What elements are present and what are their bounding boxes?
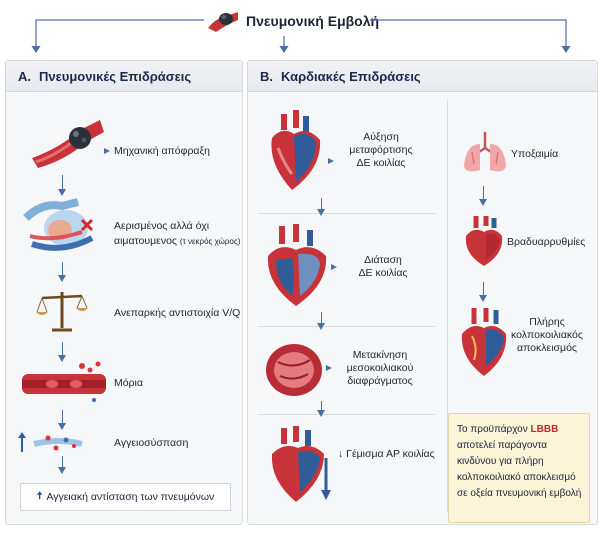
arrow-down (62, 456, 63, 468)
label-line: Μετακίνηση (334, 349, 426, 362)
arrow-down (321, 401, 322, 411)
label-rv-dilation: Διάταση ΔΕ κοιλίας (340, 254, 426, 280)
panel-b-heading: B. Καρδιακές Επιδράσεις (248, 61, 597, 92)
label-rv-afterload: Αύξηση μεταφόρτισης ΔΕ κοιλίας (336, 131, 426, 170)
row-divider (258, 213, 436, 214)
arrow-down (321, 198, 322, 210)
pulmonary-vascular-resistance-box: 🠅 Αγγειακή αντίσταση των πνευμόνων (20, 483, 231, 511)
lbbb-risk-note: Το προϋπάρχον LBBB αποτελεί παράγοντα κι… (448, 413, 590, 523)
label-septal-shift: Μετακίνηση μεσοκοιλιακού διαφράγματος (334, 349, 426, 388)
label-vasoconstriction: Αγγειοσύσπαση (114, 437, 188, 450)
label-line: μεταφόρτισης (336, 144, 426, 157)
row-divider (258, 414, 436, 415)
vasoconstriction-icon (18, 428, 102, 458)
label-bradyarrhythmias: Βραδυαρρυθμίες (507, 236, 585, 249)
lungs-icon (462, 130, 508, 176)
label-rv-filling: ↓ Γέμισμα ΑΡ κοιλίας (338, 448, 435, 461)
label-complete-av-block: Πλήρης κολποκοιλιακός αποκλεισμός (505, 316, 589, 355)
label-mechanical-obstruction: Μηχανική απόφραξη (114, 145, 210, 158)
label-line: ΔΕ κοιλίας (340, 267, 426, 280)
balance-scale-icon (36, 288, 88, 334)
label-vascular-resistance: Αγγειακή αντίσταση των πνευμόνων (46, 491, 214, 503)
heart-afterload-icon (262, 108, 328, 194)
label-vq-mismatch: Ανεπαρκής αντιστοιχία V/Q (114, 307, 240, 320)
panel-b-title: Καρδιακές Επιδράσεις (281, 69, 421, 84)
arrow-down (483, 186, 484, 200)
panel-a-heading: A. Πνευμονικές Επιδράσεις (6, 61, 242, 92)
arrow-right-icon (104, 146, 114, 156)
particles-vessel-icon (22, 360, 106, 406)
note-highlight-lbbb: LBBB (531, 424, 559, 435)
heart-dilation-icon (262, 222, 332, 308)
label-hypoxemia: Υποξαιμία (511, 148, 558, 161)
note-suffix: αποτελεί παράγοντα κινδύνου για πλήρη κο… (457, 440, 581, 499)
heart-bradyarrhythmia-icon (462, 214, 506, 268)
arrow-down (62, 410, 63, 424)
arrow-down (62, 262, 63, 276)
label-line: Πλήρης (505, 316, 589, 329)
heart-av-block-icon (458, 306, 510, 378)
panel-a-title: Πνευμονικές Επιδράσεις (39, 69, 191, 84)
label-ventilated-line1: Αερισμένος αλλά όχι (114, 220, 209, 233)
arrow-down (483, 282, 484, 296)
label-line: κολποκοιλιακός (505, 329, 589, 342)
label-particles: Μόρια (114, 377, 143, 390)
alveoli-icon (22, 198, 102, 256)
label-dead-space: (τ νεκρός χώρος) (180, 237, 240, 246)
label-ventilated-text: αιματουμενος (114, 235, 177, 247)
row-divider (258, 326, 436, 327)
arrow-down (321, 312, 322, 324)
label-line: Αύξηση (336, 131, 426, 144)
label-line: μεσοκοιλιακού (334, 362, 426, 375)
arrow-down (62, 342, 63, 356)
label-line: αποκλεισμός (505, 342, 589, 355)
heart-filling-icon (266, 424, 330, 506)
vessel-obstruction-icon (30, 118, 106, 170)
label-line: ΔΕ κοιλίας (336, 157, 426, 170)
septal-shift-icon (264, 340, 324, 400)
label-line: διαφράγματος (334, 375, 426, 388)
panel-b-letter: B. (260, 69, 273, 84)
label-ventilated-line2: αιματουμενος (τ νεκρός χώρος) (114, 235, 240, 248)
arrow-down (62, 175, 63, 190)
increase-arrow: 🠅 (37, 488, 43, 506)
label-line: Διάταση (340, 254, 426, 267)
panel-a-letter: A. (18, 69, 31, 84)
note-prefix: Το προϋπάρχον (457, 424, 531, 435)
